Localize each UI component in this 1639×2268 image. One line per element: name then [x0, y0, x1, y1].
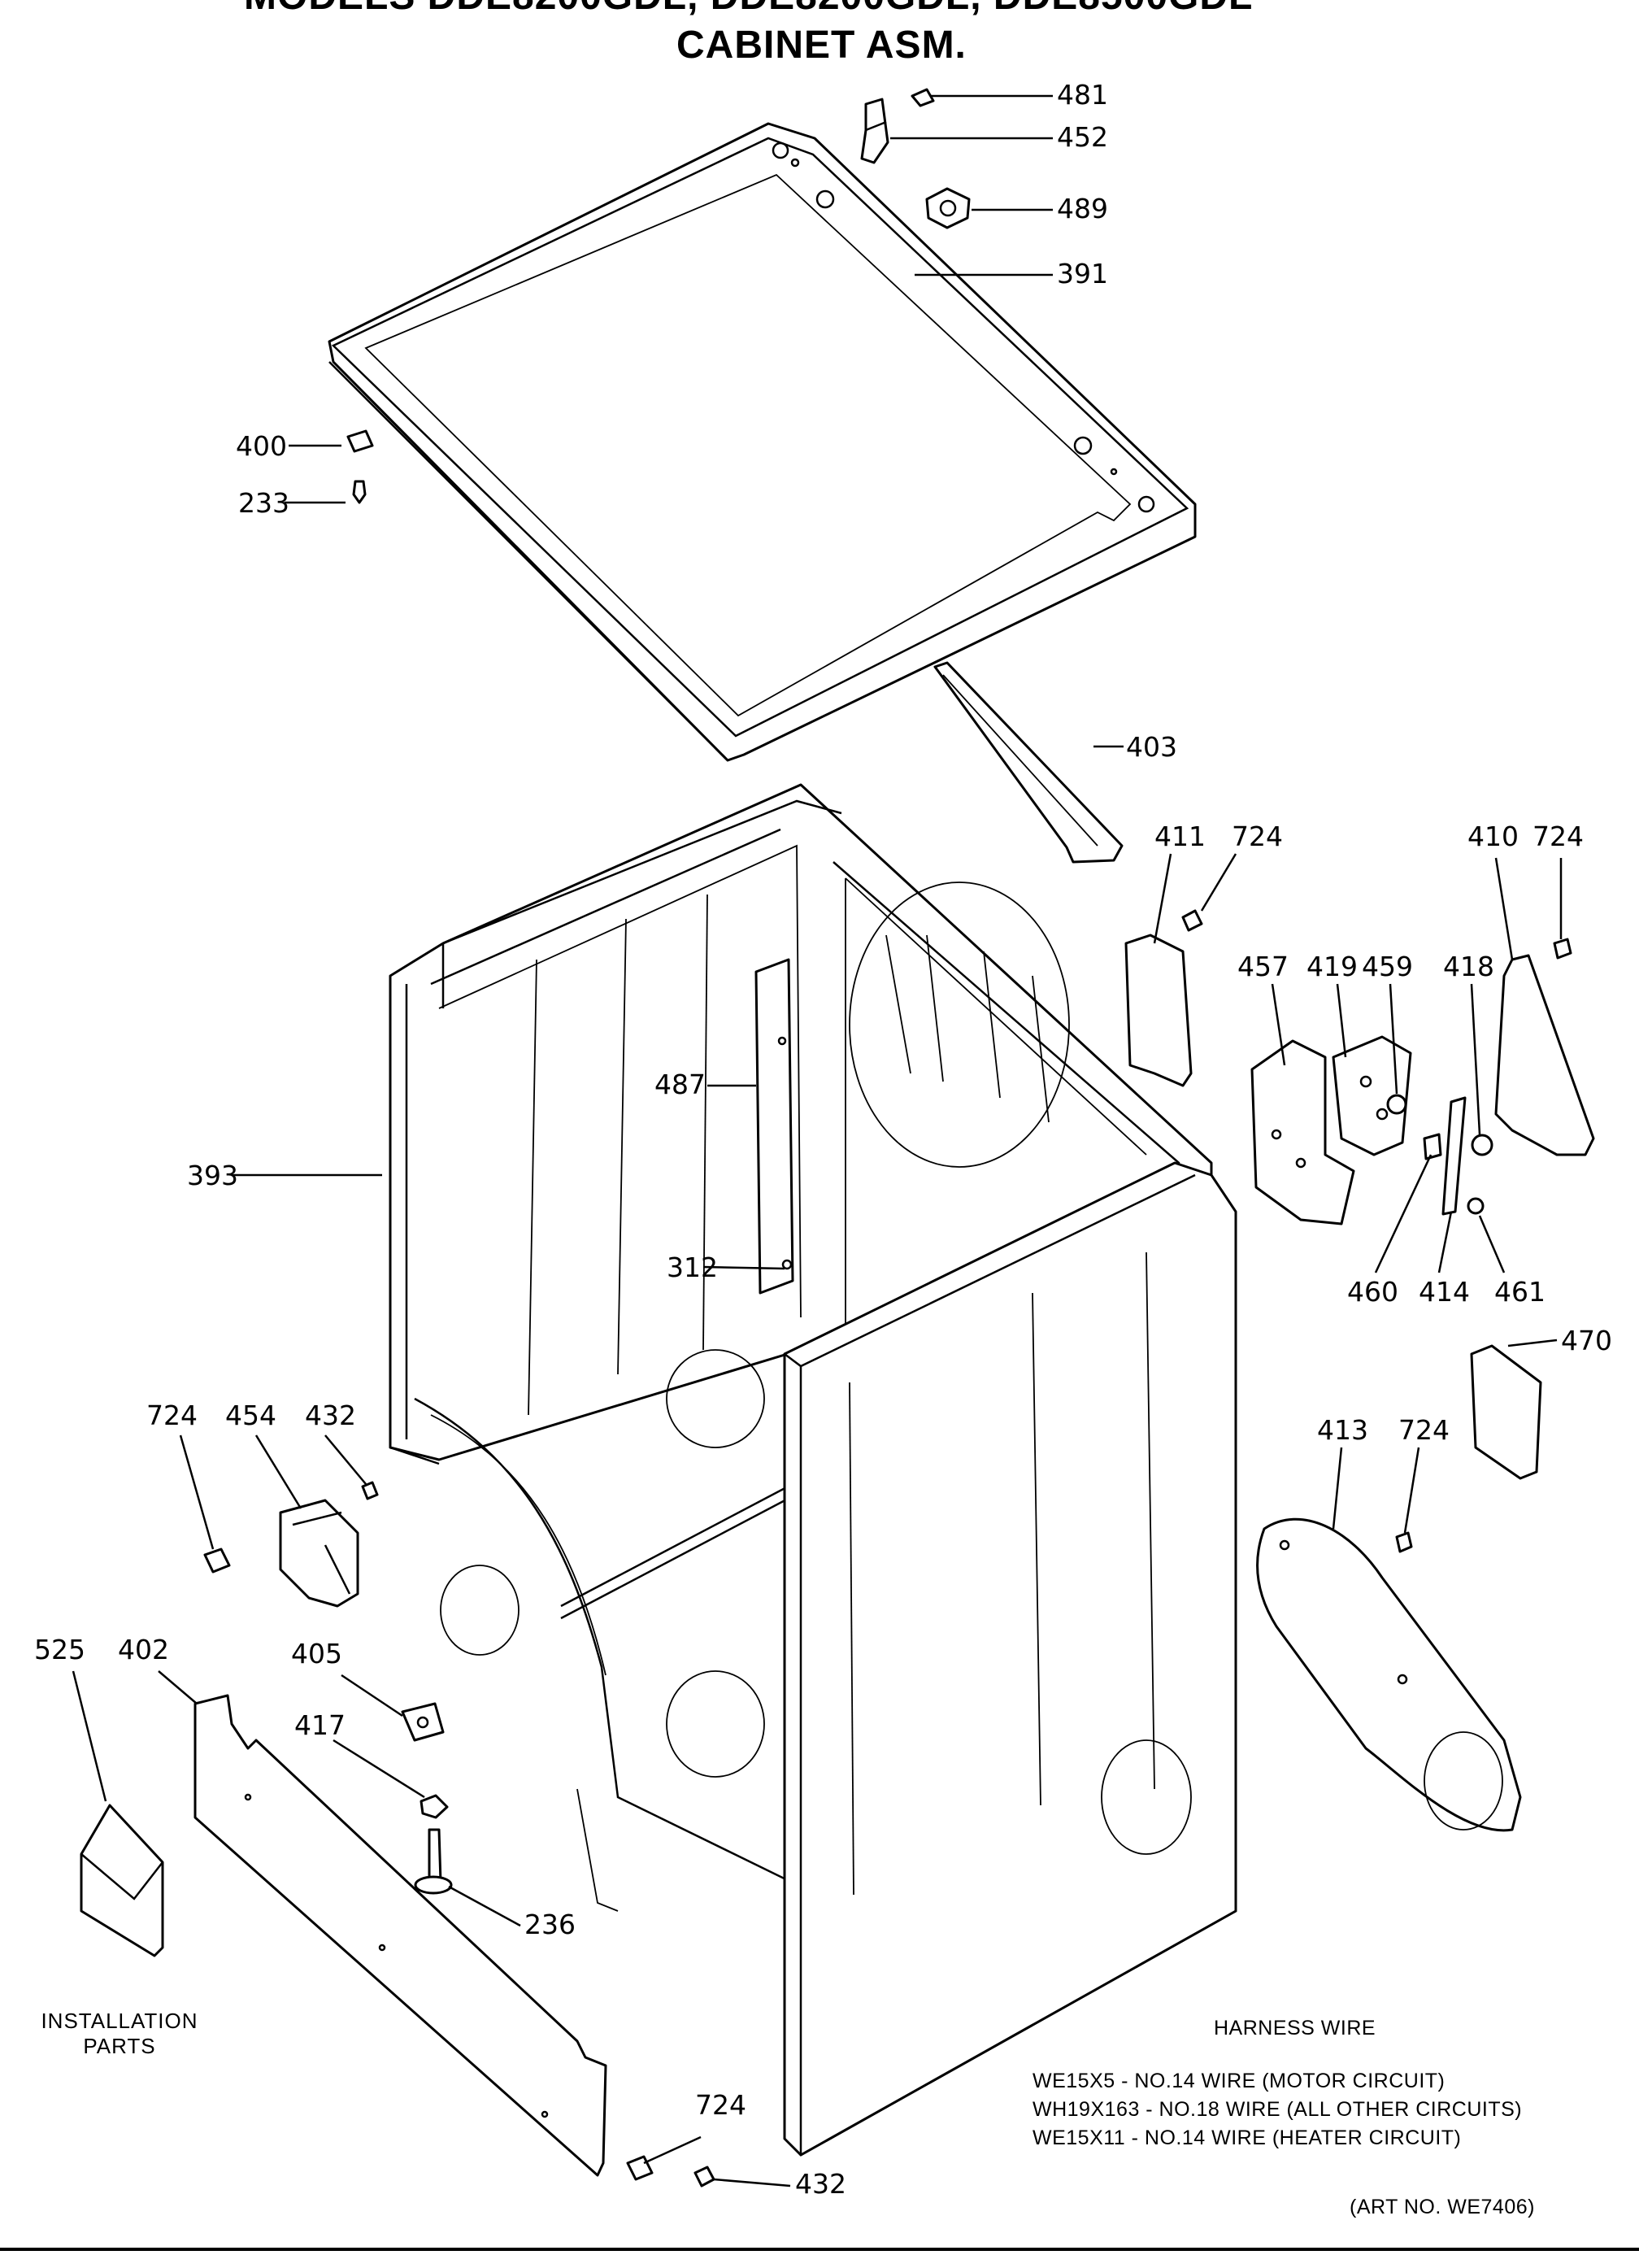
part-411-plate — [1124, 934, 1193, 1087]
callout-419: 419 — [1306, 951, 1358, 982]
part-481-screw — [911, 88, 951, 107]
callout-452: 452 — [1057, 121, 1108, 153]
part-724-screw-c — [203, 1548, 231, 1574]
installation-parts-label: INSTALLATION PARTS — [34, 2009, 205, 2059]
part-414-strap — [1441, 1096, 1467, 1216]
callout-487: 487 — [654, 1069, 706, 1100]
part-418-grommet — [1471, 1134, 1493, 1156]
callout-432-b: 432 — [795, 2168, 846, 2200]
callout-724-c: 724 — [146, 1400, 198, 1431]
part-410-cover — [1494, 954, 1595, 1156]
part-489-bumper — [925, 187, 971, 229]
part-457-bracket — [1250, 1039, 1355, 1225]
harness-line-2: WH19X163 - NO.18 WIRE (ALL OTHER CIRCUIT… — [1033, 2098, 1523, 2121]
part-461-screw — [1467, 1197, 1485, 1215]
callout-411: 411 — [1154, 821, 1206, 852]
installation-label-line2: PARTS — [83, 2034, 156, 2058]
part-403-strap — [933, 661, 1124, 864]
part-724-screw-d — [1395, 1531, 1413, 1553]
callout-454: 454 — [225, 1400, 276, 1431]
callout-460: 460 — [1347, 1276, 1398, 1308]
callout-400: 400 — [236, 430, 287, 462]
callout-405: 405 — [291, 1638, 342, 1669]
part-724-screw-a — [1181, 909, 1203, 932]
callout-470: 470 — [1561, 1325, 1612, 1356]
part-460-screw — [1423, 1133, 1442, 1160]
part-417-nut — [420, 1794, 449, 1819]
callout-414: 414 — [1419, 1276, 1470, 1308]
harness-line-3: WE15X11 - NO.14 WIRE (HEATER CIRCUIT) — [1033, 2127, 1462, 2149]
callout-489: 489 — [1057, 193, 1108, 224]
callout-724-b: 724 — [1532, 821, 1584, 852]
harness-heading: HARNESS WIRE — [1214, 2017, 1376, 2039]
part-454-switch — [279, 1499, 359, 1608]
part-405-bracket — [401, 1702, 445, 1742]
part-470-cover — [1470, 1344, 1542, 1480]
part-452-clip — [860, 98, 889, 164]
callout-413: 413 — [1317, 1414, 1368, 1446]
part-233-screw — [352, 480, 367, 504]
callout-312: 312 — [667, 1252, 718, 1283]
part-419-terminal-block — [1332, 1035, 1412, 1156]
callout-403: 403 — [1126, 731, 1177, 763]
part-402-panel — [193, 1694, 607, 2177]
part-459-nut — [1386, 1094, 1407, 1115]
callouts: 481 452 489 391 400 233 403 411 724 410 … — [34, 79, 1612, 2200]
part-724-screw-b — [1553, 938, 1572, 960]
callout-391: 391 — [1057, 258, 1108, 289]
page-title: CABINET ASM. — [676, 24, 967, 67]
callout-417: 417 — [294, 1709, 346, 1741]
callout-457: 457 — [1237, 951, 1289, 982]
callout-481: 481 — [1057, 79, 1108, 111]
callout-432-a: 432 — [305, 1400, 356, 1431]
callout-525: 525 — [34, 1634, 85, 1665]
callout-236: 236 — [524, 1909, 576, 1940]
installation-label-line1: INSTALLATION — [41, 2009, 198, 2033]
callout-724-d: 724 — [1398, 1414, 1450, 1446]
callout-724-a: 724 — [1232, 821, 1283, 852]
callout-410: 410 — [1467, 821, 1519, 852]
leader-lines — [72, 94, 1563, 2187]
part-236-leg — [414, 1828, 453, 1895]
harness-line-1: WE15X5 - NO.14 WIRE (MOTOR CIRCUIT) — [1033, 2070, 1446, 2092]
part-400-clip — [346, 429, 374, 453]
art-number: (ART NO. WE7406) — [1350, 2196, 1535, 2218]
part-432-nut-b — [693, 2166, 715, 2187]
top-panel — [328, 122, 1197, 762]
part-432-nut-a — [361, 1481, 379, 1500]
models-title: MODELS DDE8200GDL, DDE8200GDL, DDE8500GD… — [244, 0, 1253, 19]
callout-724-e: 724 — [695, 2089, 746, 2121]
callout-233: 233 — [238, 487, 289, 519]
callout-461: 461 — [1494, 1276, 1546, 1308]
callout-402: 402 — [118, 1634, 169, 1665]
cabinet — [389, 783, 1237, 2157]
part-413-shield — [1256, 1517, 1522, 1832]
callout-393: 393 — [187, 1160, 238, 1191]
callout-459: 459 — [1362, 951, 1413, 982]
part-525-envelope — [80, 1804, 164, 1957]
callout-418: 418 — [1443, 951, 1494, 982]
